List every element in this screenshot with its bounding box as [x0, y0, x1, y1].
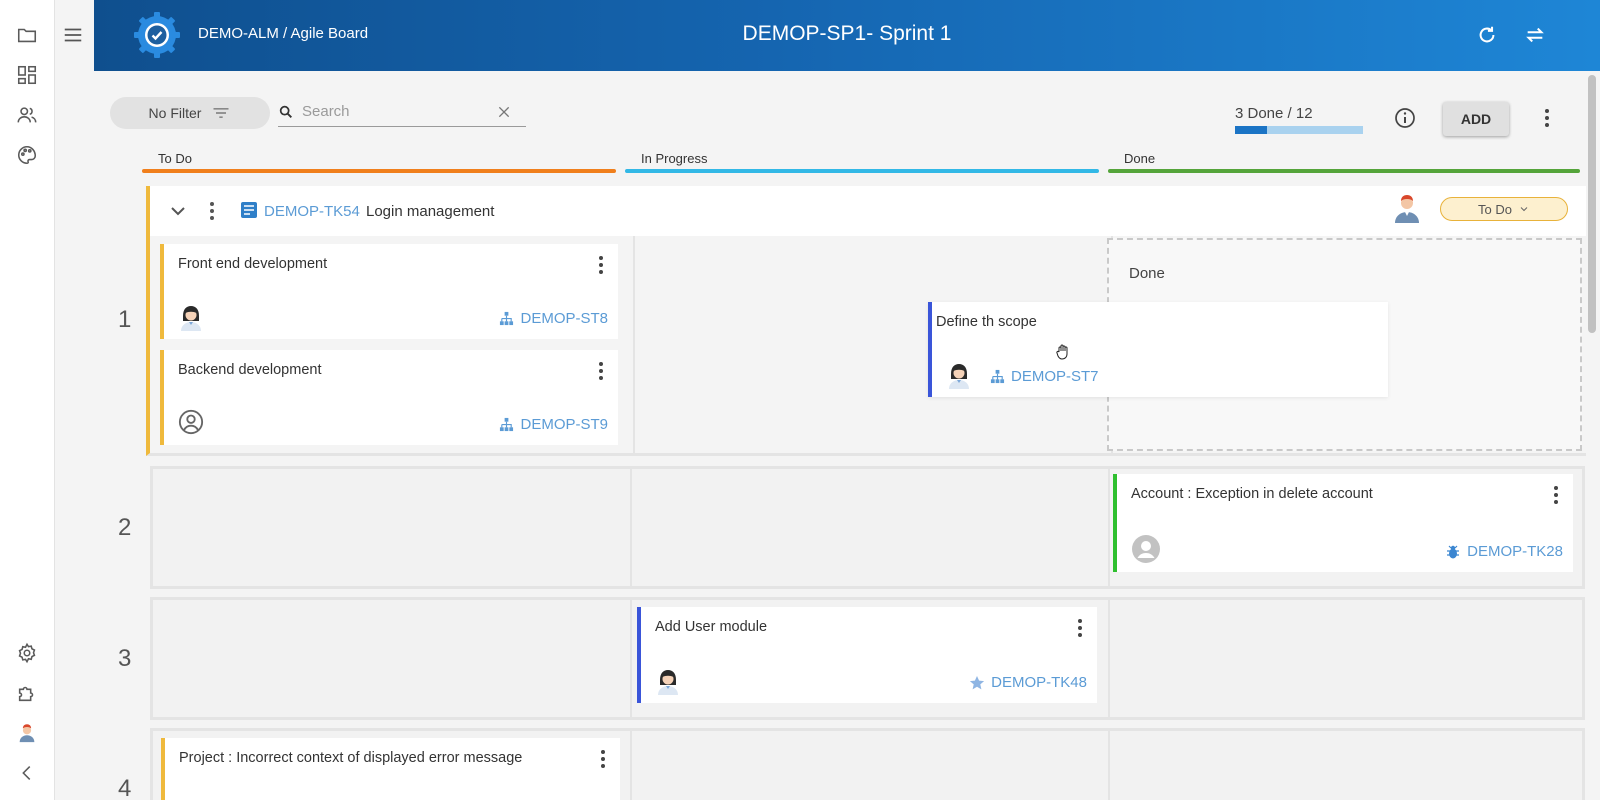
card-title: Project : Incorrect context of displayed… [179, 750, 523, 766]
card-key: DEMOP-TK28 [1467, 543, 1563, 560]
card-key: DEMOP-ST9 [520, 416, 608, 433]
card-title: Front end development [178, 256, 328, 272]
card-menu-icon[interactable] [594, 748, 612, 770]
column-label: To Do [158, 151, 192, 166]
status-dropdown[interactable]: To Do [1440, 197, 1568, 221]
team-icon[interactable] [14, 102, 40, 128]
card-title: Account : Exception in delete account [1131, 486, 1373, 502]
column-divider [633, 236, 635, 453]
filter-list-icon [213, 108, 229, 118]
card-key: DEMOP-ST7 [1011, 368, 1099, 385]
card-title: Define th scope [936, 314, 1037, 330]
card-key-link[interactable]: DEMOP-TK48 [969, 674, 1087, 691]
star-icon [970, 675, 985, 689]
column-color-bar [142, 169, 616, 173]
card-key-link[interactable]: DEMOP-TK28 [1445, 543, 1563, 560]
drop-zone-label: Done [1129, 265, 1165, 282]
app-header: DEMO-ALM / Agile Board DEMOP-SP1- Sprint… [94, 0, 1600, 71]
story-header: DEMOP-TK54 Login management [146, 186, 1586, 236]
puzzle-icon[interactable] [14, 680, 40, 706]
lane-number: 2 [118, 514, 132, 541]
column-label: In Progress [641, 151, 708, 166]
column-color-bar [1108, 169, 1580, 173]
hierarchy-icon [990, 369, 1005, 384]
card-key-link[interactable]: DEMOP-ST7 [990, 368, 1099, 385]
swap-arrows-icon[interactable] [1522, 22, 1548, 48]
card-project-incorrect-context[interactable]: Project : Incorrect context of displayed… [161, 738, 620, 800]
card-key-link[interactable]: DEMOP-ST8 [499, 310, 608, 327]
card-menu-icon[interactable] [592, 360, 610, 382]
chevron-down-icon[interactable] [166, 199, 190, 223]
column-header-todo: To Do [142, 151, 616, 173]
card-define-scope-dragging[interactable]: Define th scope DEMOP-ST7 [928, 302, 1388, 397]
card-menu-icon[interactable] [592, 254, 610, 276]
grab-cursor-icon [1056, 344, 1070, 360]
filter-label: No Filter [148, 105, 202, 121]
menu-icon[interactable] [60, 22, 86, 48]
card-title: Backend development [178, 362, 322, 378]
unassigned-user-icon[interactable] [178, 409, 204, 437]
progress-label: 3 Done / 12 [1235, 105, 1313, 122]
page-title: DEMOP-SP1- Sprint 1 [742, 22, 952, 45]
chevron-down-icon [1520, 207, 1528, 212]
left-rail [0, 0, 55, 800]
vertical-scrollbar[interactable] [1588, 75, 1596, 333]
app-logo-icon [132, 10, 182, 60]
story-title: Login management [366, 203, 495, 220]
column-color-bar [625, 169, 1099, 173]
refresh-icon[interactable] [1474, 22, 1500, 48]
column-divider [630, 600, 632, 717]
more-options-icon[interactable] [1535, 106, 1559, 130]
card-account-exception[interactable]: Account : Exception in delete account DE… [1113, 474, 1573, 572]
clear-search-icon[interactable] [496, 104, 512, 120]
column-divider [630, 469, 632, 586]
breadcrumb[interactable]: DEMO-ALM / Agile Board [198, 25, 369, 42]
filter-button[interactable]: No Filter [110, 97, 270, 129]
female-avatar-icon[interactable] [178, 303, 204, 331]
female-avatar-icon[interactable] [655, 667, 681, 695]
lane-number: 1 [118, 306, 132, 333]
bug-icon [1447, 545, 1460, 558]
search-input[interactable] [302, 103, 482, 120]
folder-icon[interactable] [14, 22, 40, 48]
default-user-avatar[interactable] [1131, 534, 1161, 564]
lane-number: 4 [118, 775, 132, 800]
column-divider [1108, 469, 1110, 586]
status-label: To Do [1478, 201, 1512, 217]
card-title: Add User module [655, 619, 768, 635]
lane-number: 3 [118, 645, 132, 672]
card-add-user-module[interactable]: Add User module DEMOP-TK48 [637, 607, 1097, 703]
hierarchy-icon [500, 311, 514, 326]
progress-fill [1235, 126, 1267, 134]
settings-gear-icon[interactable] [14, 640, 40, 666]
search-icon [279, 105, 292, 118]
assignee-avatar[interactable] [1392, 192, 1422, 224]
column-header-in-progress: In Progress [625, 151, 1099, 173]
add-button[interactable]: ADD [1443, 102, 1509, 136]
column-divider [1108, 600, 1110, 717]
story-key-link[interactable]: DEMOP-TK54 [264, 203, 360, 220]
card-menu-icon[interactable] [1071, 617, 1089, 639]
card-key: DEMOP-TK48 [991, 674, 1087, 691]
dashboard-icon[interactable] [14, 62, 40, 88]
card-menu-icon[interactable] [1547, 484, 1565, 506]
card-key: DEMOP-ST8 [520, 310, 608, 327]
info-icon[interactable] [1393, 106, 1417, 130]
user-avatar-icon[interactable] [14, 720, 40, 746]
column-divider [630, 731, 632, 800]
female-avatar-icon[interactable] [946, 361, 972, 389]
column-divider [1108, 731, 1110, 800]
progress-bar [1235, 126, 1363, 134]
column-label: Done [1124, 151, 1156, 166]
palette-icon[interactable] [14, 142, 40, 168]
card-backend-development[interactable]: Backend development DEMOP-ST9 [160, 350, 618, 445]
hierarchy-icon [500, 417, 514, 432]
card-key-link[interactable]: DEMOP-ST9 [499, 416, 608, 433]
search-box [278, 97, 526, 127]
task-list-icon [240, 201, 258, 219]
column-header-done: Done [1108, 151, 1580, 173]
story-menu-icon[interactable] [203, 199, 221, 223]
card-front-end-development[interactable]: Front end development DEMOP-ST8 [160, 244, 618, 339]
collapse-chevron-icon[interactable] [14, 760, 40, 786]
